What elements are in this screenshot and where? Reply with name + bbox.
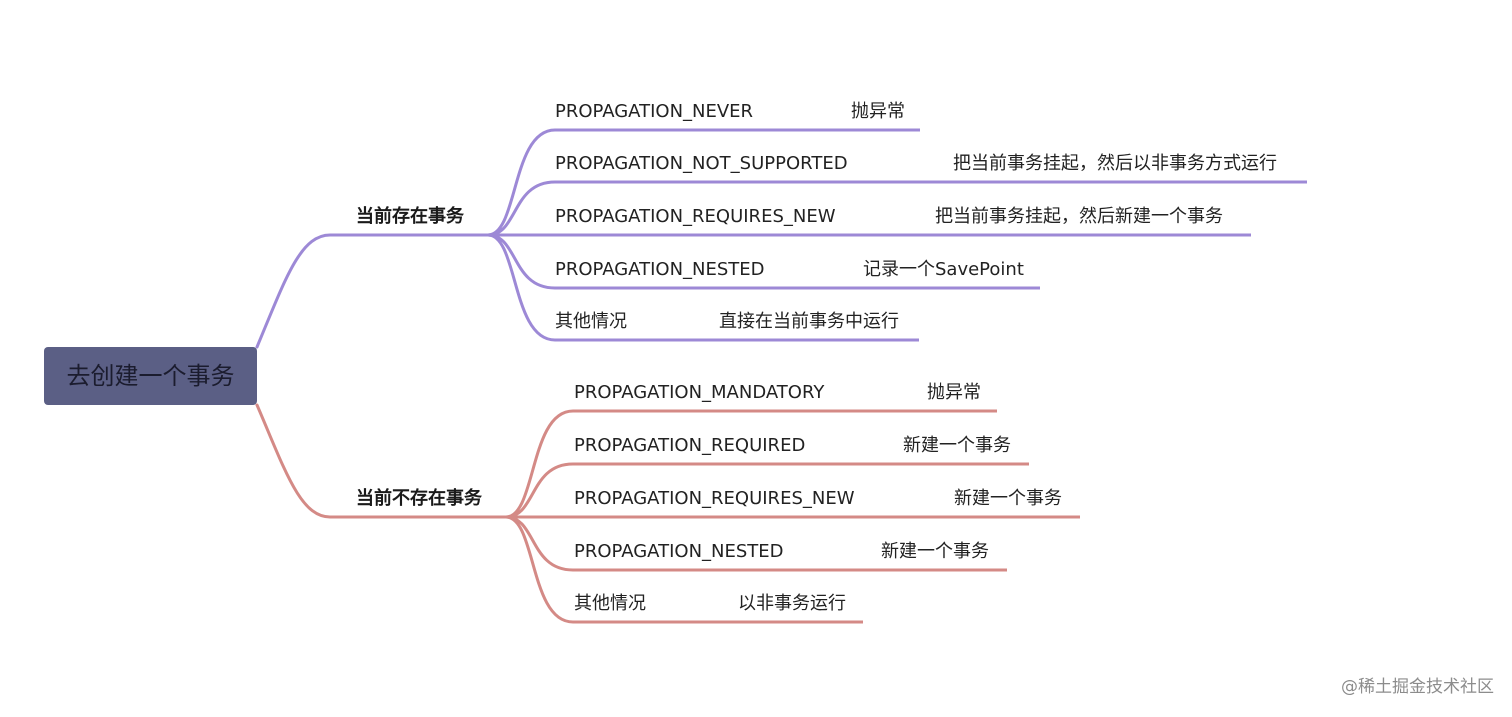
- leaf-description: 记录一个SavePoint: [863, 259, 1024, 280]
- leaf-label: PROPAGATION_MANDATORY: [574, 382, 825, 403]
- leaf-node[interactable]: 其他情况 直接在当前事务中运行: [487, 233, 919, 342]
- leaf-node[interactable]: PROPAGATION_NESTED 新建一个事务: [505, 515, 1007, 572]
- root-node[interactable]: 去创建一个事务: [44, 347, 257, 405]
- leaf-label: PROPAGATION_NEVER: [555, 101, 753, 122]
- leaf-label: 其他情况: [574, 593, 646, 614]
- leaf-node[interactable]: PROPAGATION_NESTED 记录一个SavePoint: [487, 233, 1040, 290]
- leaf-node[interactable]: PROPAGATION_NOT_SUPPORTED 把当前事务挂起，然后以非事务方…: [487, 153, 1307, 237]
- leaf-connector: [505, 515, 574, 624]
- leaf-label: 其他情况: [555, 311, 627, 332]
- leaf-connector: [505, 409, 574, 519]
- leaf-description: 新建一个事务: [903, 435, 1011, 456]
- leaf-label: PROPAGATION_REQUIRES_NEW: [574, 488, 855, 509]
- root-to-branch-connector: [255, 403, 332, 519]
- leaf-node[interactable]: PROPAGATION_NEVER 抛异常: [487, 101, 920, 237]
- root-to-branch-connector: [255, 233, 332, 349]
- watermark: @稀土掘金技术社区: [1341, 677, 1494, 697]
- leaf-description: 新建一个事务: [954, 488, 1062, 509]
- leaf-label: PROPAGATION_NESTED: [574, 541, 784, 562]
- root-node-label: 去创建一个事务: [67, 362, 235, 390]
- root-node-box: [44, 347, 257, 405]
- leaf-connector: [487, 233, 556, 290]
- leaf-description: 把当前事务挂起，然后以非事务方式运行: [953, 153, 1277, 174]
- leaf-node[interactable]: PROPAGATION_REQUIRED 新建一个事务: [505, 435, 1029, 519]
- leaf-label: PROPAGATION_REQUIRED: [574, 435, 805, 456]
- branch-label: 当前不存在事务: [356, 487, 483, 509]
- leaf-connector: [487, 233, 556, 342]
- leaf-label: PROPAGATION_NOT_SUPPORTED: [555, 153, 848, 174]
- leaf-description: 新建一个事务: [881, 541, 989, 562]
- leaf-description: 直接在当前事务中运行: [719, 311, 899, 332]
- leaf-description: 把当前事务挂起，然后新建一个事务: [935, 206, 1223, 227]
- branch-label: 当前存在事务: [356, 205, 465, 227]
- leaf-label: PROPAGATION_REQUIRES_NEW: [555, 206, 836, 227]
- leaf-node[interactable]: PROPAGATION_REQUIRES_NEW 把当前事务挂起，然后新建一个事务: [488, 206, 1251, 237]
- leaf-node[interactable]: PROPAGATION_REQUIRES_NEW 新建一个事务: [506, 488, 1080, 519]
- leaf-connector: [487, 180, 556, 237]
- leaf-node[interactable]: 其他情况 以非事务运行: [505, 515, 863, 624]
- leaf-connector: [505, 515, 574, 572]
- leaf-description: 抛异常: [851, 101, 905, 122]
- leaf-connector: [487, 128, 556, 237]
- leaf-description: 以非事务运行: [738, 593, 846, 614]
- leaf-connector: [505, 462, 574, 519]
- leaf-label: PROPAGATION_NESTED: [555, 259, 765, 280]
- leaf-node[interactable]: PROPAGATION_MANDATORY 抛异常: [505, 382, 997, 519]
- leaf-description: 抛异常: [927, 382, 981, 403]
